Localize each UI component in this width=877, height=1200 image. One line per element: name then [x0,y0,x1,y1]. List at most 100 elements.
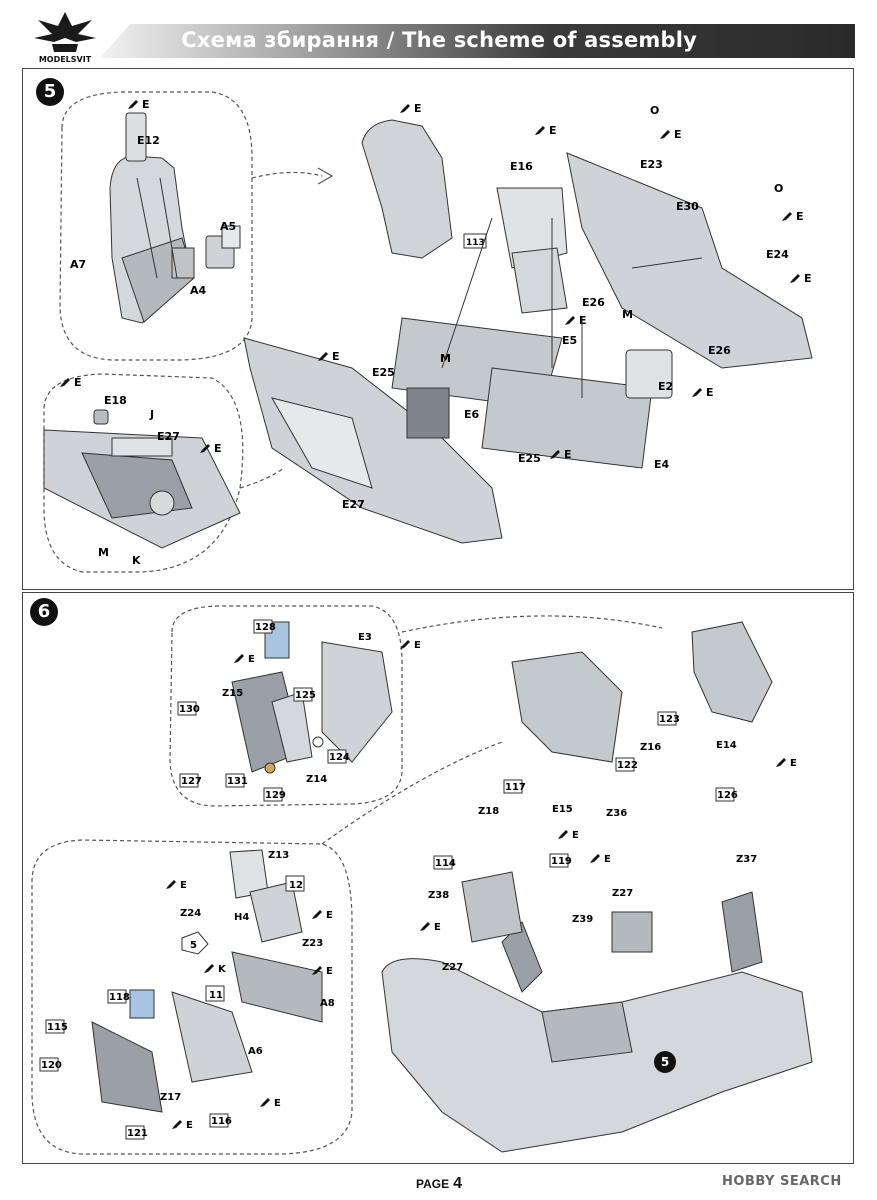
modelsvit-logo: MODELSVIT [34,12,96,64]
box-123 [657,711,677,726]
label-box12: 12 [289,880,303,891]
box-130 [177,701,197,716]
paint-e-3: E [674,128,682,141]
box-11 [205,985,225,1002]
paint-e-6: E [579,314,587,327]
label-e6: E6 [464,408,480,421]
label-z27a: Z27 [612,888,633,899]
panel-detail-1 [231,621,393,774]
label-119: 119 [551,856,572,867]
box-114 [433,855,453,870]
label-117: 117 [505,782,526,793]
step-5-diagram: E12 A5 A7 A4 E18 J E27 M K [43,91,813,573]
label-128: 128 [255,622,276,633]
detail-bubble-console [43,373,244,573]
paint-e-g: E [186,1120,193,1131]
paint-e-8: E [706,386,714,399]
box-116 [209,1113,229,1128]
label-123: 123 [659,714,680,725]
label-z13: Z13 [268,850,289,861]
paint-e-k: E [434,922,441,933]
box-12 [285,875,305,892]
label-e15: E15 [552,804,573,815]
paint-k: K [218,964,227,975]
label-o1: O [650,104,659,117]
label-z15: Z15 [222,688,243,699]
label-129: 129 [265,790,286,801]
label-m1: M [622,308,633,321]
label-z38: Z38 [428,890,449,901]
box-131 [225,773,245,788]
label-125: 125 [295,690,316,701]
label-h4: H4 [234,912,249,923]
ref-step-5-circle [654,1051,676,1073]
label-131: 131 [227,776,248,787]
label-z24: Z24 [180,908,201,919]
paint-e-4: E [796,210,804,223]
page-title: Схема збирання / The scheme of assembly [181,28,697,52]
page-number-value: 4 [453,1175,463,1192]
label-z23: Z23 [302,938,323,949]
box-113 [463,233,487,249]
console-detail [43,409,241,549]
box-120 [39,1057,59,1072]
paint-e-9: E [564,448,572,461]
label-127: 127 [181,776,202,787]
label-e18: E18 [104,394,127,407]
label-e2: E2 [658,380,673,393]
detail-bubble-instrument-panel [169,605,403,807]
label-k: K [132,554,141,567]
detail-bubble-cockpit-tub [59,91,253,361]
label-z27b: Z27 [442,962,463,973]
label-e14: E14 [716,740,737,751]
paint-e-1: E [414,102,422,115]
paint-e-12: E [142,98,150,111]
label-113: 113 [466,238,485,248]
label-e12: E12 [137,134,160,147]
label-115: 115 [47,1022,68,1033]
label-box11: 11 [209,990,223,1001]
paint-e-f: E [274,1098,281,1109]
label-e16: E16 [510,160,533,173]
label-j: J [149,408,154,421]
label-circ5b: 5 [661,1055,669,1069]
label-circ5: 5 [190,940,197,951]
box-129 [263,787,283,802]
paint-e-c: E [180,880,187,891]
header-banner [100,24,855,58]
box-124 [327,749,347,764]
box-119 [549,853,569,868]
box-118 [107,989,127,1004]
box-122 [615,757,635,772]
label-a6: A6 [248,1046,263,1057]
main-cockpit-assembly [243,119,813,544]
main-cockpit-assembly-6 [381,621,813,1153]
label-126: 126 [717,790,738,801]
box-128 [253,619,273,634]
page-label: PAGE [416,1177,450,1191]
box-115 [45,1019,65,1034]
label-e23: E23 [640,158,663,171]
paint-e-b: E [414,640,421,651]
logo-text: MODELSVIT [39,55,92,64]
label-e25b: E25 [518,452,541,465]
step-6-diagram: 5 128 E3 E E Z15 125 130 124 127 131 129… [31,605,813,1155]
step-5-badge: 5 [36,78,64,106]
label-m3: M [98,546,109,559]
label-122: 122 [617,760,638,771]
paint-e-5: E [804,272,812,285]
label-e26a: E26 [582,296,605,309]
label-a5: A5 [220,220,236,233]
label-118: 118 [109,992,130,1003]
label-e27b: E27 [157,430,180,443]
paint-e-2: E [549,124,557,137]
label-116: 116 [211,1116,232,1127]
label-e27a: E27 [342,498,365,511]
label-z17: Z17 [160,1092,181,1103]
box-125 [293,687,313,702]
step-6-badge: 6 [30,598,58,626]
paint-e-h: E [790,758,797,769]
label-124: 124 [329,752,350,763]
label-z37: Z37 [736,854,757,865]
label-a7: A7 [70,258,86,271]
